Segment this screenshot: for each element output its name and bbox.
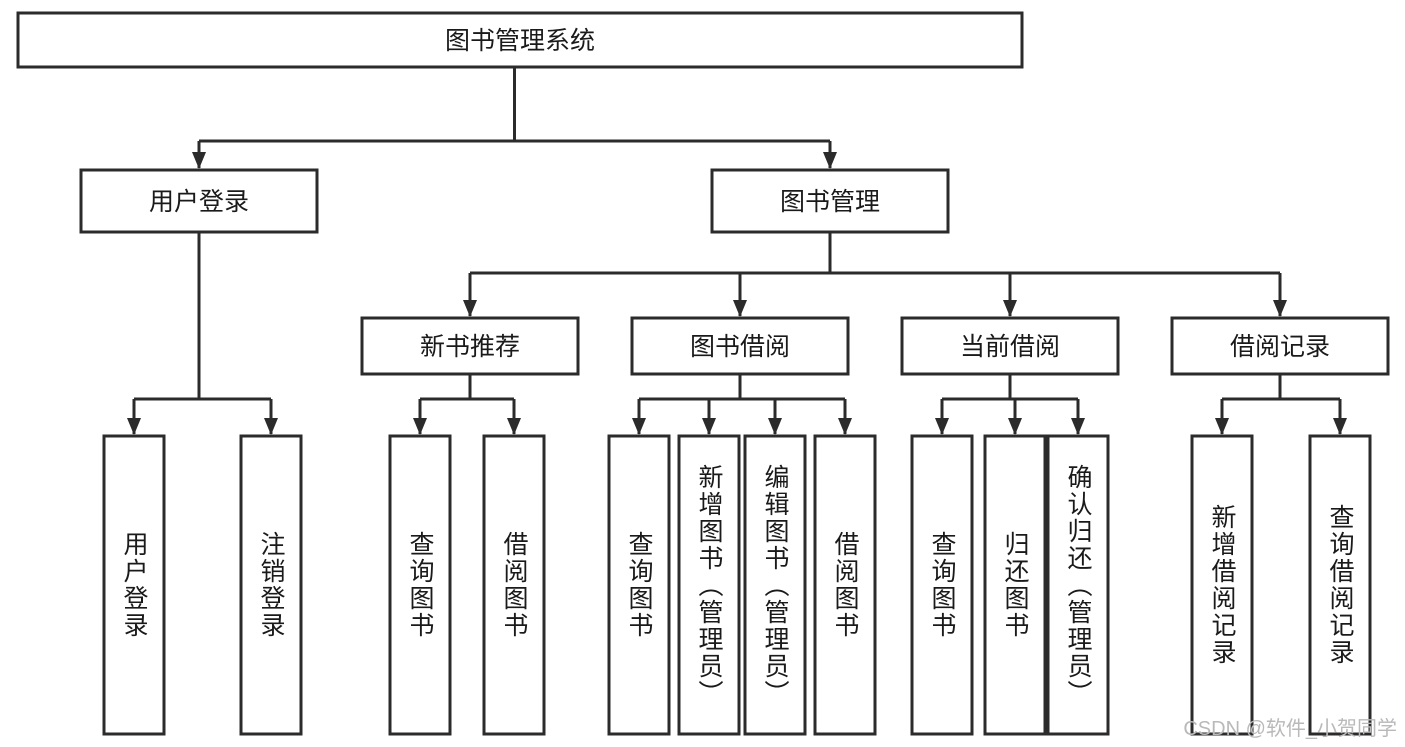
node-level3-0-rect[interactable]: [360, 316, 580, 376]
node-leaf-2-rect[interactable]: [388, 434, 452, 736]
arrow-head-icon: [507, 418, 521, 435]
arrow-head-icon: [1215, 418, 1229, 435]
arrow-head-icon: [463, 300, 477, 317]
node-level3-1-label: 图书借阅: [690, 333, 790, 361]
node-level3-3-label: 借阅记录: [1230, 333, 1330, 361]
node-root-label: 图书管理系统: [445, 27, 595, 55]
node-leaf-7-rect[interactable]: [813, 434, 877, 736]
node-level3-3[interactable]: 借阅记录: [1170, 316, 1390, 376]
node-level3-2-rect[interactable]: [900, 316, 1120, 376]
arrow-head-icon: [1008, 418, 1022, 435]
node-leaf-11-rect[interactable]: [1190, 434, 1254, 736]
arrow-head-icon: [1003, 300, 1017, 317]
node-root-rect[interactable]: [16, 11, 1024, 69]
node-level3-3-rect[interactable]: [1170, 316, 1390, 376]
node-leaf-9-rect[interactable]: [983, 434, 1047, 736]
node-level2-0-rect[interactable]: [79, 168, 319, 234]
node-leaf-10-rect[interactable]: [1046, 434, 1110, 736]
node-level2-0-label: 用户登录: [149, 188, 249, 216]
node-leaf-8-rect[interactable]: [910, 434, 974, 736]
arrow-head-icon: [632, 418, 646, 435]
node-level2-1-rect[interactable]: [710, 168, 950, 234]
node-level3-2[interactable]: 当前借阅: [900, 316, 1120, 376]
node-leaf-4-rect[interactable]: [607, 434, 671, 736]
edges-layer: [127, 67, 1347, 435]
arrow-head-icon: [1333, 418, 1347, 435]
node-level3-1[interactable]: 图书借阅: [630, 316, 850, 376]
node-level3-2-label: 当前借阅: [960, 333, 1060, 361]
node-level2-1[interactable]: 图书管理: [710, 168, 950, 234]
arrow-head-icon: [702, 418, 716, 435]
arrow-head-icon: [264, 418, 278, 435]
arrow-head-icon: [1273, 300, 1287, 317]
node-level3-0-label: 新书推荐: [420, 333, 520, 361]
arrow-head-icon: [1071, 418, 1085, 435]
node-leaf-5-rect[interactable]: [677, 434, 741, 736]
arrow-head-icon: [768, 418, 782, 435]
node-level3-0[interactable]: 新书推荐: [360, 316, 580, 376]
node-leaf-3-rect[interactable]: [482, 434, 546, 736]
node-leaf-0-rect[interactable]: [102, 434, 166, 736]
arrow-head-icon: [823, 152, 837, 169]
arrow-head-icon: [413, 418, 427, 435]
node-leaf-1-rect[interactable]: [239, 434, 303, 736]
arrow-head-icon: [192, 152, 206, 169]
node-level2-0[interactable]: 用户登录: [79, 168, 319, 234]
arrow-head-icon: [127, 418, 141, 435]
arrow-head-icon: [838, 418, 852, 435]
arrow-head-icon: [733, 300, 747, 317]
watermark-text: CSDN @软件_小贺同学: [1183, 718, 1397, 740]
arrow-head-icon: [935, 418, 949, 435]
node-leaf-6-rect[interactable]: [743, 434, 807, 736]
node-leaf-12-rect[interactable]: [1308, 434, 1372, 736]
node-level3-1-rect[interactable]: [630, 316, 850, 376]
node-root[interactable]: 图书管理系统: [16, 11, 1024, 69]
node-level2-1-label: 图书管理: [780, 188, 880, 216]
